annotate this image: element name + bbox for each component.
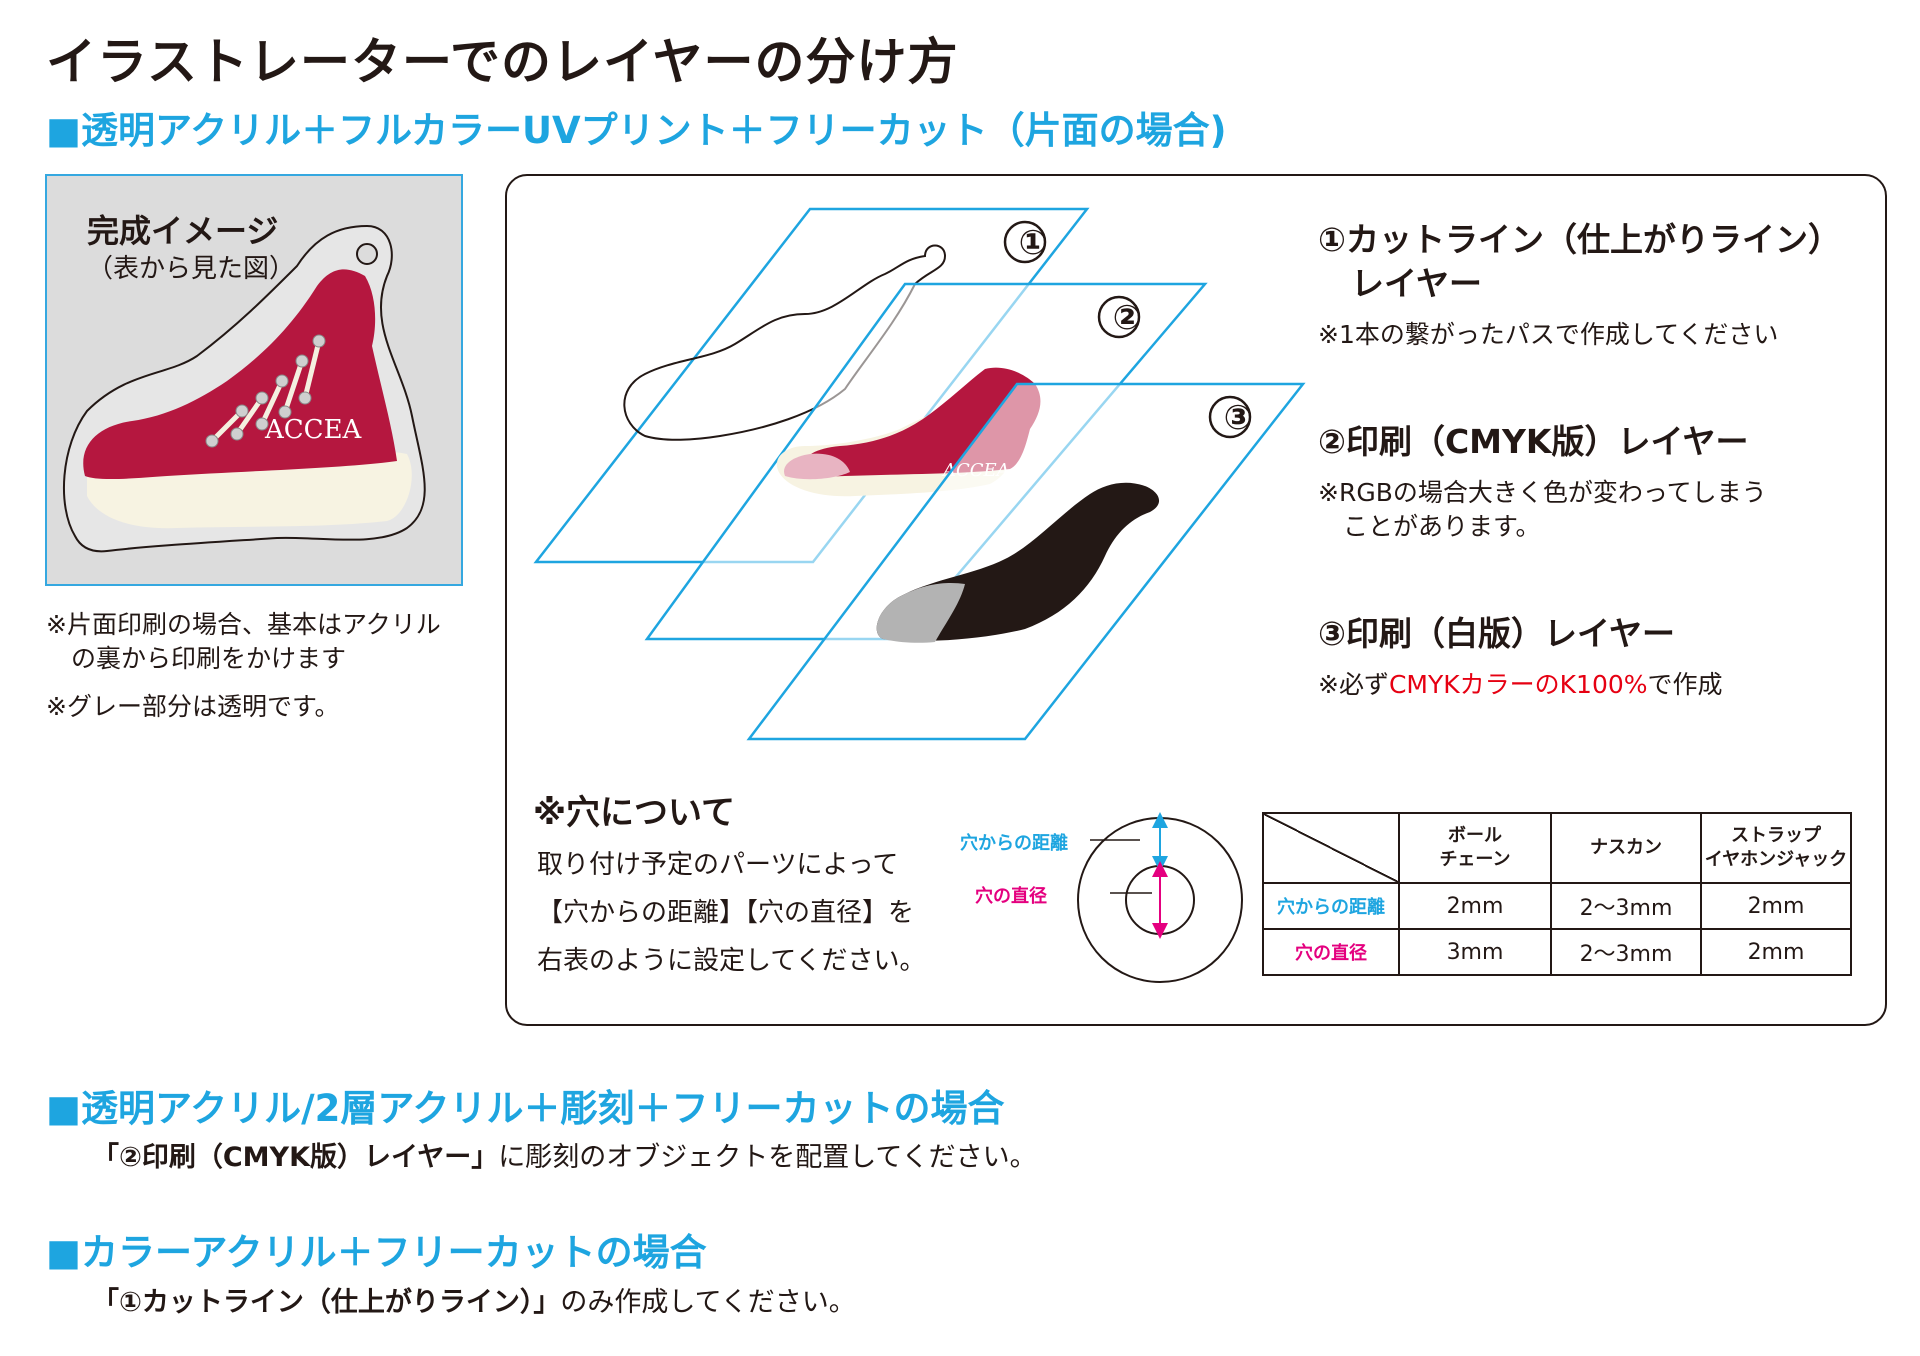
page-title: イラストレーターでのレイヤーの分け方 [46, 33, 959, 91]
table-cell: 3mm [1398, 928, 1552, 976]
layer-1-note: ※1本の繋がったパスで作成してください [1318, 320, 1779, 349]
section3-note: 「①カットライン（仕上がりライン）」のみ作成してください。 [92, 1280, 856, 1319]
section3-heading: ■カラーアクリル＋フリーカットの場合 [46, 1231, 707, 1274]
table-corner-cell [1262, 812, 1400, 884]
preview-note-3: ※グレー部分は透明です。 [46, 692, 340, 721]
header-ball-chain: ボールチェーン [1398, 812, 1552, 884]
layer-2-note-cont: ことがあります。 [1318, 512, 1541, 541]
table-row: 穴の直径 3mm 2〜3mm 2mm [1262, 928, 1852, 976]
layer-3-note-highlight: CMYKカラーのK100% [1388, 670, 1648, 699]
layer-3-note-suffix: で作成 [1647, 670, 1723, 699]
header-strap: ストラップイヤホンジャック [1700, 812, 1852, 884]
table-cell: 2〜3mm [1550, 882, 1702, 930]
preview-logo-text: ACCEA [264, 415, 363, 445]
layer-3-heading: ③印刷（白版）レイヤー [1318, 614, 1675, 653]
finished-image-preview: 完成イメージ （表から見た図） ACCEA [45, 174, 463, 586]
table-row: 穴からの距離 2mm 2〜3mm 2mm [1262, 882, 1852, 930]
layer-3-note: ※必ずCMYKカラーのK100%で作成 [1318, 668, 1723, 702]
preview-title: 完成イメージ [87, 212, 279, 250]
section3-note-bold: 「①カットライン（仕上がりライン）」 [92, 1287, 561, 1318]
section2-note-rest: に彫刻のオブジェクトを配置してください。 [498, 1142, 1037, 1173]
hole-section-title: ※穴について [533, 793, 736, 833]
table-header-row: ボールチェーン ナスカン ストラップイヤホンジャック [1262, 812, 1852, 884]
row-label-distance: 穴からの距離 [1262, 882, 1400, 930]
section2-heading: ■透明アクリル/2層アクリル＋彫刻＋フリーカットの場合 [46, 1087, 1005, 1130]
layer-3-note-prefix: ※必ず [1318, 670, 1389, 699]
section3-note-rest: のみ作成してください。 [560, 1287, 856, 1318]
layer-stack-illustration: ① ACCEA ② ③ [533, 207, 1306, 741]
hole-text-2: 【穴からの距離】【穴の直径】を [537, 898, 915, 928]
sneaker-preview-illustration: ACCEA [62, 224, 426, 553]
hole-distance-label: 穴からの距離 [960, 833, 1068, 854]
table-cell: 2mm [1700, 882, 1852, 930]
section1-heading: ■透明アクリル＋フルカラーUVプリント＋フリーカット（片面の場合) [46, 109, 1227, 152]
header-nasukan: ナスカン [1550, 812, 1702, 884]
layer-2-heading: ②印刷（CMYK版）レイヤー [1318, 422, 1749, 461]
layer-2-number: ② [1113, 298, 1142, 338]
hole-diagram [1077, 812, 1243, 983]
preview-note-2: の裏から印刷をかけます [46, 644, 347, 673]
layer-3-number: ③ [1224, 398, 1253, 438]
layer-1-heading-cont: レイヤー [1318, 264, 1483, 303]
hole-text-3: 右表のように設定してください。 [537, 946, 926, 976]
preview-subtitle: （表から見た図） [87, 254, 296, 284]
hole-text-1: 取り付け予定のパーツによって [537, 850, 899, 880]
hole-spec-table: ボールチェーン ナスカン ストラップイヤホンジャック 穴からの距離 2mm 2〜… [1262, 812, 1852, 976]
section2-note: 「②印刷（CMYK版）レイヤー」に彫刻のオブジェクトを配置してください。 [92, 1135, 1037, 1174]
table-cell: 2mm [1398, 882, 1552, 930]
hole-diameter-label: 穴の直径 [975, 886, 1047, 907]
section2-note-bold: 「②印刷（CMYK版）レイヤー」 [92, 1142, 499, 1173]
layer-1-heading: ①カットライン（仕上がりライン） [1318, 220, 1841, 259]
layer-2-note: ※RGBの場合大きく色が変わってしまう [1318, 478, 1767, 507]
table-cell: 2mm [1700, 928, 1852, 976]
layer-1-number: ① [1019, 223, 1048, 263]
table-cell: 2〜3mm [1550, 928, 1702, 976]
preview-note-1: ※片面印刷の場合、基本はアクリル [46, 610, 441, 639]
row-label-diameter: 穴の直径 [1262, 928, 1400, 976]
